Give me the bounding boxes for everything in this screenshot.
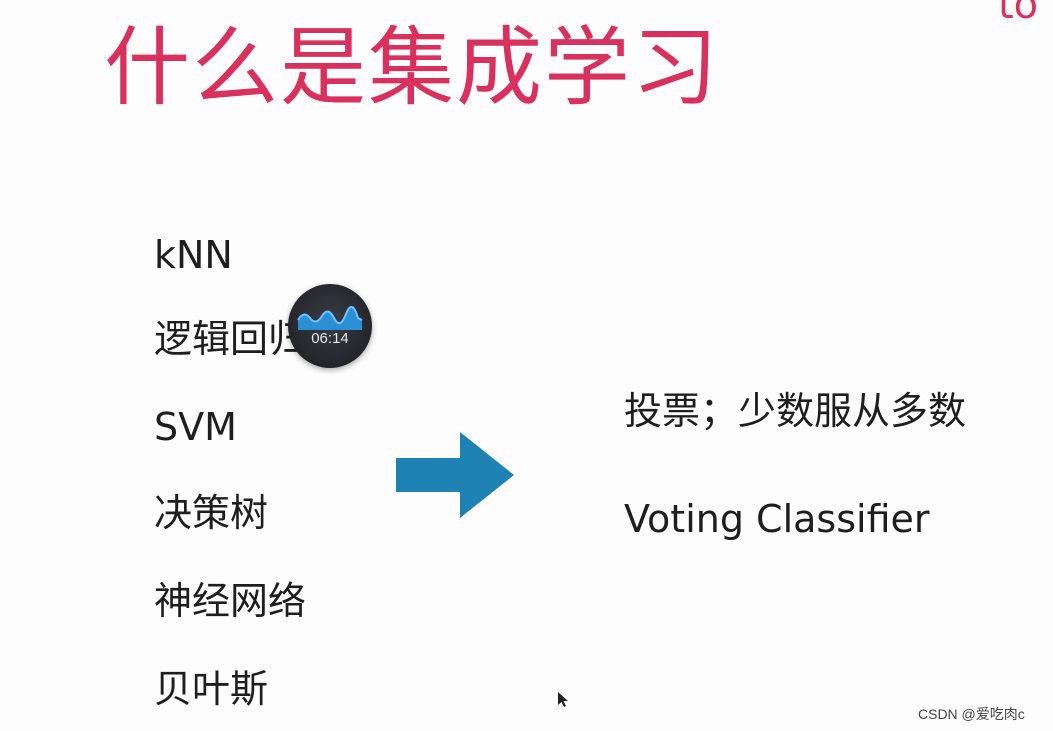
audio-wave-icon	[297, 306, 363, 330]
csdn-watermark: CSDN @爱吃肉c	[918, 706, 1025, 722]
algorithm-logistic-regression: 逻辑回归	[154, 317, 307, 361]
algorithm-neural-network: 神经网络	[154, 579, 307, 623]
mouse-pointer-icon	[558, 692, 568, 707]
voting-classifier-label: Voting Classifier	[624, 497, 930, 541]
corner-mark: to	[998, 0, 1039, 28]
algorithm-knn: kNN	[154, 233, 233, 277]
right-arrow-icon	[396, 432, 514, 518]
algorithm-decision-tree: 决策树	[154, 491, 269, 535]
recording-time: 06:14	[311, 330, 349, 347]
algorithm-svm: SVM	[154, 405, 237, 449]
voting-description: 投票；少数服从多数	[624, 389, 967, 433]
slide-title: 什么是集成学习	[104, 18, 720, 118]
recording-timer-bubble[interactable]: 06:14	[288, 284, 372, 368]
algorithm-bayes: 贝叶斯	[154, 667, 269, 711]
